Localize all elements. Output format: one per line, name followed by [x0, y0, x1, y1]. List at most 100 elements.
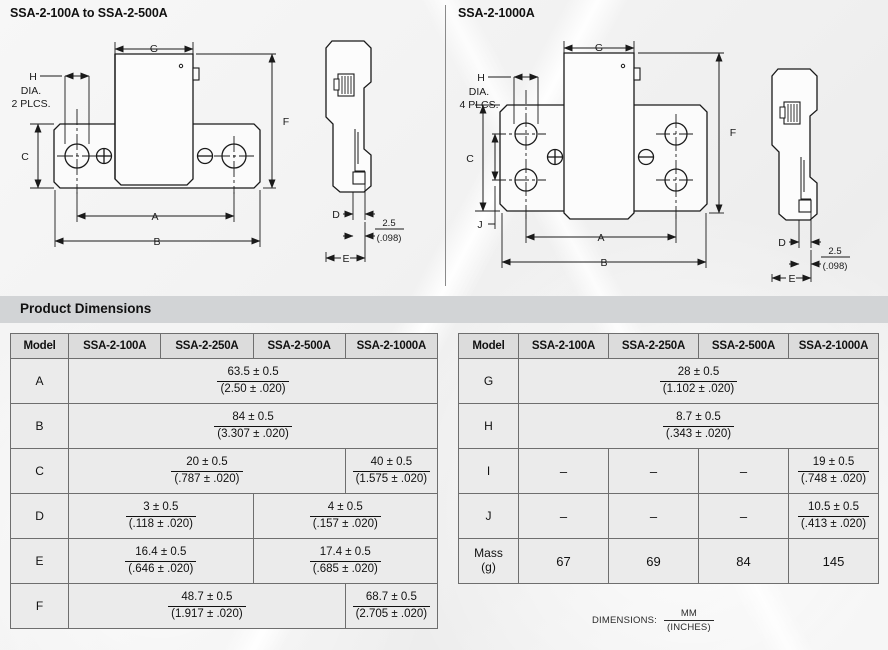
row-label: J — [458, 493, 519, 539]
dimension-F — [196, 53, 276, 189]
unit-numerator: MM — [664, 608, 714, 622]
row-label: B — [9, 403, 70, 449]
cell-value: – — [739, 508, 748, 524]
label-H: H — [29, 71, 37, 83]
value-inches: (1.102 ± .020) — [662, 382, 735, 395]
positive-terminal-marker — [546, 148, 564, 166]
value-fraction: 63.5 ± 0.5(2.50 ± .020) — [217, 366, 289, 396]
label-thickness-mm: 2.5 — [382, 218, 395, 229]
panel-divider — [445, 5, 446, 286]
label-F: F — [730, 127, 736, 139]
value-mm: 16.4 ± 0.5 — [125, 546, 197, 562]
led-indicator — [178, 63, 184, 69]
value-fraction: 3 ± 0.5(.118 ± .020) — [125, 501, 196, 531]
value-mm: 20 ± 0.5 — [171, 456, 243, 472]
table-cell: 40 ± 0.5(1.575 ± .020) — [344, 448, 439, 494]
table-row: D 3 ± 0.5(.118 ± .020) 4 ± 0.5(.157 ± .020… — [9, 493, 439, 539]
value-inches: (1.575 ± .020) — [355, 472, 428, 485]
value-inches: (.343 ± .020) — [665, 427, 732, 440]
value-mm: 10.5 ± 0.5 — [797, 501, 870, 517]
cell-value: – — [739, 463, 748, 479]
label-B: B — [600, 257, 607, 269]
cell-value: 84 — [736, 553, 751, 569]
table-cell: 8.7 ± 0.5(.343 ± .020) — [518, 403, 879, 449]
table-cell: 19 ± 0.5(.748 ± .020) — [788, 448, 879, 494]
row-label: H — [458, 403, 519, 449]
cell-value: 145 — [822, 553, 845, 569]
value-mm: 48.7 ± 0.5 — [168, 591, 246, 607]
value-fraction: 40 ± 0.5(1.575 ± .020) — [352, 456, 431, 486]
negative-terminal-marker — [196, 147, 214, 165]
dimension-C — [30, 123, 54, 189]
dimension-D-side — [343, 184, 375, 220]
dimension-H — [488, 73, 539, 124]
table-cell: – — [518, 448, 609, 494]
table-cell: 17.4 ± 0.5(.685 ± .020) — [252, 538, 439, 584]
table-cell: 16.4 ± 0.5(.646 ± .020) — [68, 538, 254, 584]
value-mm: 19 ± 0.5 — [797, 456, 870, 472]
table-cell: 28 ± 0.5(1.102 ± .020) — [518, 358, 879, 404]
column-header-ssa-2-250a: SSA-2-250A — [160, 333, 254, 359]
label-A: A — [151, 211, 158, 223]
label-E: E — [342, 253, 349, 265]
label-D: D — [332, 209, 340, 221]
row-label: A — [9, 358, 70, 404]
value-fraction: 17.4 ± 0.5(.685 ± .020) — [309, 546, 381, 576]
value-inches: (.685 ± .020) — [312, 562, 378, 575]
side-view — [771, 68, 818, 221]
connector — [779, 101, 801, 125]
label-dia: DIA. — [469, 86, 489, 98]
label-thickness-in: (.098) — [823, 261, 848, 272]
label-dia: DIA. — [21, 85, 41, 97]
value-fraction: 10.5 ± 0.5(.413 ± .020) — [797, 501, 870, 531]
left-panel-title: SSA-2-100A to SSA-2-500A — [10, 6, 168, 20]
dimensions-note-label: DIMENSIONS: — [592, 615, 658, 627]
value-inches: (3.307 ± .020) — [217, 427, 289, 440]
label-C: C — [466, 153, 474, 165]
row-label: E — [9, 538, 70, 584]
value-fraction: 4 ± 0.5(.157 ± .020) — [309, 501, 381, 531]
label-G: G — [150, 43, 158, 55]
value-fraction: 68.7 ± 0.5(2.705 ± .020) — [352, 591, 431, 621]
dimension-A — [76, 192, 235, 222]
value-inches: (.413 ± .020) — [800, 517, 867, 530]
dimension-E — [771, 250, 812, 282]
table-cell: 69 — [608, 538, 699, 584]
drawing-ssa-2-100a-to-500a: G H DIA. 2 PLCS. C F A B D E 2.5 (.098) — [0, 24, 445, 286]
table-row: A 63.5 ± 0.5(2.50 ± .020) — [9, 358, 438, 404]
label-thickness-mm: 2.5 — [828, 246, 841, 257]
value-inches: (.157 ± .020) — [312, 517, 378, 530]
table-cell: 48.7 ± 0.5(1.917 ± .020) — [68, 583, 346, 629]
row-label: D — [9, 493, 70, 539]
cell-value: 67 — [556, 553, 571, 569]
value-fraction: 48.7 ± 0.5(1.917 ± .020) — [168, 591, 246, 621]
dimension-B — [54, 190, 261, 247]
value-inches: (2.705 ± .020) — [355, 607, 428, 620]
value-mm: 68.7 ± 0.5 — [352, 591, 431, 607]
cell-value: – — [559, 463, 568, 479]
column-header-ssa-2-500a: SSA-2-500A — [252, 333, 346, 359]
table-cell: 63.5 ± 0.5(2.50 ± .020) — [68, 358, 438, 404]
table-cell: 20 ± 0.5(.787 ± .020) — [68, 448, 346, 494]
led-indicator — [620, 63, 626, 69]
label-B: B — [153, 236, 160, 248]
table-cell: – — [608, 448, 699, 494]
cell-value: 69 — [646, 553, 661, 569]
dimension-F — [638, 52, 724, 214]
dimension-D-side — [789, 212, 821, 248]
value-inches: (1.917 ± .020) — [171, 607, 243, 620]
column-header-ssa-2-500a: SSA-2-500A — [698, 333, 789, 359]
value-mm: 17.4 ± 0.5 — [309, 546, 381, 562]
column-header-ssa-2-1000a: SSA-2-1000A — [788, 333, 879, 359]
connector — [333, 73, 355, 97]
label-D: D — [778, 237, 786, 249]
row-label-line1: Mass — [474, 546, 503, 561]
